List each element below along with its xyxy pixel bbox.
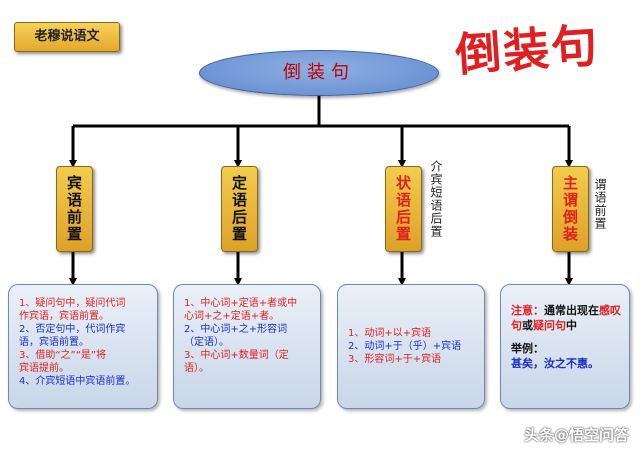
example-text: 甚矣，汝之不惠。 bbox=[511, 357, 599, 370]
detail-box-attributive-postposing: 1、中心词+定语+者或中 心词+之+定语+者。 2、中心词+之+形容词 （定语）… bbox=[173, 284, 321, 409]
detail-line: 2、否定句中，代词作宾 bbox=[19, 324, 126, 335]
detail-box-object-preposing: 1、疑问句中，疑问代词 作宾语，宾语前置。 2、否定句中，代词作宾 语，宾语前置… bbox=[8, 284, 158, 409]
detail-line: 语，宾语前置。 bbox=[19, 337, 89, 348]
note-highlight: 感叹句 bbox=[511, 304, 621, 332]
detail-line: 1、动词+以+宾语 bbox=[348, 328, 432, 339]
detail-box-adverbial-postposing: 1、动词+以+宾语 2、动词+于（乎）+宾语 3、形容词+于+宾语 bbox=[337, 284, 485, 409]
category-attributive-postposing: 定语后置 bbox=[221, 166, 258, 252]
category-adverbial-postposing: 状语后置 bbox=[385, 166, 422, 252]
detail-line: 2、中心词+之+形容词 bbox=[184, 324, 288, 335]
detail-line: 3、形容词+于+宾语 bbox=[348, 354, 442, 365]
detail-box-inversion: 注意：通常出现在感叹句或疑问句中 举例： 甚矣，汝之不惠。 bbox=[500, 284, 630, 409]
detail-line: 作宾语，宾语前置。 bbox=[19, 311, 109, 322]
example-label: 举例： bbox=[511, 342, 544, 355]
note-text: 通常出现在 bbox=[544, 304, 599, 317]
detail-line: （定语）。 bbox=[184, 337, 229, 348]
side-note-predicate-front: 谓语前置 bbox=[593, 178, 607, 230]
detail-line: 宾语提前。 bbox=[19, 363, 69, 374]
note-label: 注意： bbox=[511, 304, 544, 317]
side-note-prepositional: 介宾短语后置 bbox=[429, 160, 443, 238]
root-node: 倒装句 bbox=[199, 50, 439, 96]
author-badge: 老穆说语文 bbox=[14, 22, 120, 52]
category-object-preposing: 宾语前置 bbox=[56, 166, 93, 252]
note-highlight: 疑问句 bbox=[533, 319, 566, 332]
watermark: 头条@悟空问答 bbox=[524, 426, 630, 444]
detail-line: 3、中心词+数量词（定 bbox=[184, 350, 289, 361]
detail-line: 语）。 bbox=[184, 363, 209, 374]
detail-line: 4、介宾短语中宾语前置。 bbox=[19, 376, 136, 387]
detail-line: 3、借助“之”“是”将 bbox=[19, 350, 107, 361]
category-subject-predicate-inversion: 主谓倒装 bbox=[552, 166, 589, 252]
detail-line: 心词+之+定语+者。 bbox=[184, 311, 280, 322]
detail-line: 2、动词+于（乎）+宾语 bbox=[348, 341, 462, 352]
detail-line: 1、中心词+定语+者或中 bbox=[184, 298, 298, 309]
handwritten-title: 倒装句 bbox=[453, 18, 601, 82]
note-text: 中 bbox=[566, 319, 577, 332]
detail-line: 1、疑问句中，疑问代词 bbox=[19, 298, 126, 309]
note-text: 或 bbox=[522, 319, 533, 332]
